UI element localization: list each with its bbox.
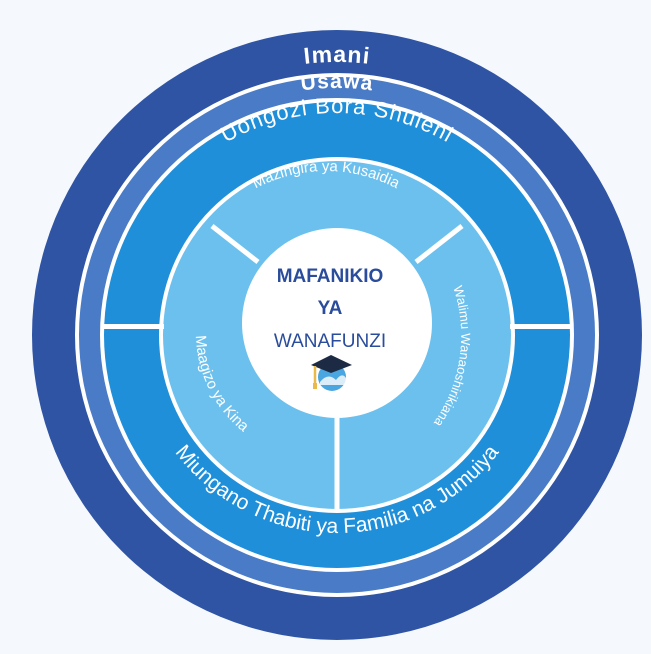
- center-title-line2: YA: [318, 298, 343, 319]
- inner-ring-divider-right: [510, 324, 570, 329]
- center-title-line1: MAFANIKIO: [277, 266, 384, 287]
- center-circle: [242, 228, 432, 418]
- center-title-line3: WANAFUNZI: [274, 331, 386, 352]
- outer-ring-label: Imani: [302, 41, 371, 69]
- inner-ring-divider-left: [104, 324, 164, 329]
- segment-divider-right: [414, 224, 464, 264]
- segment-divider-left: [210, 224, 260, 264]
- middle-ring-label: Usawa: [299, 70, 374, 96]
- graduation-cap-globe-icon: [311, 355, 352, 391]
